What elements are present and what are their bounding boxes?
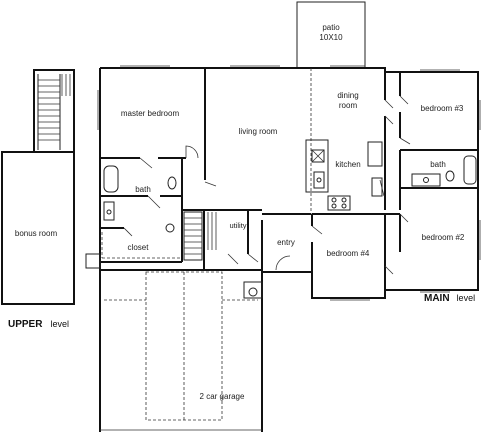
range-burner-1 <box>331 197 337 203</box>
bedroom2-label: bedroom #2 <box>422 233 465 242</box>
kitchen-counter-left <box>305 139 329 193</box>
utility-label: utility <box>229 221 246 230</box>
living-room-label: living room <box>239 127 278 136</box>
bonus-room-outline <box>1 151 75 305</box>
range-burner-2 <box>341 197 347 203</box>
main-exterior-walls <box>99 67 479 432</box>
entry-label: entry <box>277 238 295 247</box>
right-sink <box>423 177 429 183</box>
upper-level-suffix: level <box>50 319 69 329</box>
bath-fixtures <box>103 155 477 233</box>
kitchen-range <box>327 195 351 211</box>
bedroom3-label: bedroom #3 <box>421 104 464 113</box>
kitchen-fixtures <box>305 139 383 211</box>
bonus-room-label: bonus room <box>15 229 58 238</box>
upper-stair-treads <box>37 74 71 150</box>
master-sink <box>106 209 112 215</box>
garage-label: 2 car garage <box>200 392 245 401</box>
upper-level-caption: UPPER level <box>8 314 69 331</box>
interior-walls <box>100 68 478 298</box>
master-toilet <box>167 176 177 190</box>
range-burner-3 <box>331 203 337 209</box>
main-level-plan: patio 10X10 <box>85 1 481 432</box>
main-level-bold: MAIN <box>424 293 450 304</box>
right-vanity <box>411 173 441 187</box>
pantry-cabinet <box>371 177 383 197</box>
right-bathtub <box>463 155 477 185</box>
master-bath-label: bath <box>135 185 151 194</box>
upper-level-plan: bonus room UPPER level <box>1 69 75 331</box>
right-toilet <box>445 170 455 182</box>
master-bedroom-label: master bedroom <box>121 109 180 118</box>
refrigerator <box>367 141 383 167</box>
dishwasher-knob <box>316 177 322 183</box>
water-heater-box <box>243 281 263 299</box>
master-bathtub <box>103 165 119 193</box>
main-level-caption: MAIN level <box>424 288 475 305</box>
kitchen-label: kitchen <box>335 160 360 169</box>
exterior-step <box>85 253 101 269</box>
dishwasher <box>313 171 325 189</box>
main-level-suffix: level <box>457 293 476 303</box>
patio-size-label: 10X10 <box>319 33 343 42</box>
dining-room-label-line1: dining <box>337 91 358 100</box>
garage-area <box>100 269 262 431</box>
windows <box>97 65 481 301</box>
kitchen-sink <box>311 149 325 163</box>
bedroom4-label: bedroom #4 <box>327 249 370 258</box>
door-swings <box>123 95 411 275</box>
range-burner-4 <box>341 203 347 209</box>
right-bath-label: bath <box>430 160 446 169</box>
master-vanity <box>103 201 115 221</box>
main-stairs <box>183 211 217 261</box>
dining-room-label-line2: room <box>339 101 358 110</box>
closet-label: closet <box>128 243 150 252</box>
patio-label: patio <box>322 23 340 32</box>
upper-level-bold: UPPER <box>8 319 43 330</box>
water-heater <box>248 287 258 297</box>
closet-fixture <box>165 223 175 233</box>
